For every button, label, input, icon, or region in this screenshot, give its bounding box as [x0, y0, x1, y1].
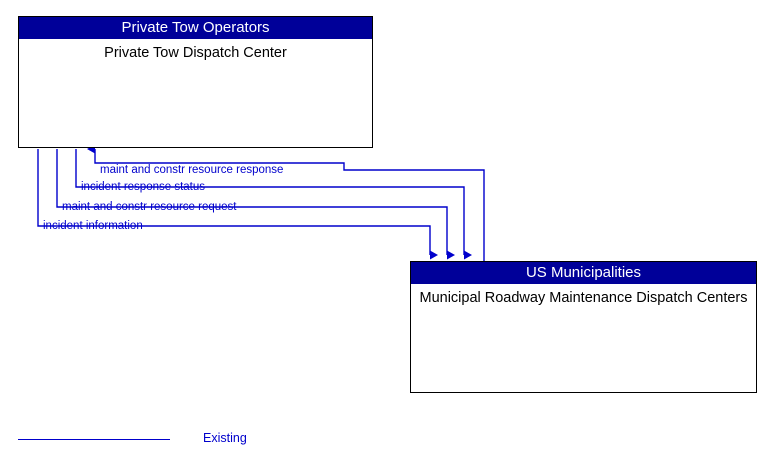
flow-label-maint-and-constr-resource-response: maint and constr resource response: [100, 164, 284, 176]
connector-incident-information: [37, 149, 438, 260]
legend: Existing: [18, 430, 318, 450]
node-private-tow-dispatch-center[interactable]: Private Tow Operators Private Tow Dispat…: [18, 16, 373, 148]
legend-existing-line-swatch: [18, 439, 170, 440]
flow-label-maint-and-constr-resource-request: maint and constr resource request: [62, 201, 237, 213]
node-name-label: Municipal Roadway Maintenance Dispatch C…: [419, 290, 748, 306]
flow-label-incident-response-status: incident response status: [81, 181, 206, 193]
node-name-label: Private Tow Dispatch Center: [104, 45, 287, 61]
node-municipal-roadway-maintenance-dispatch-centers[interactable]: US Municipalities Municipal Roadway Main…: [410, 261, 757, 393]
connector-incident-response-status: [75, 149, 472, 260]
node-stakeholder-header: Private Tow Operators: [19, 17, 372, 39]
flow-label-incident-information: incident information: [43, 220, 143, 232]
node-stakeholder-header: US Municipalities: [411, 262, 756, 284]
legend-existing-label: Existing: [203, 431, 247, 445]
connector-maint-and-constr-resource-response: [87, 144, 485, 261]
connector-maint-and-constr-resource-request: [56, 149, 455, 260]
